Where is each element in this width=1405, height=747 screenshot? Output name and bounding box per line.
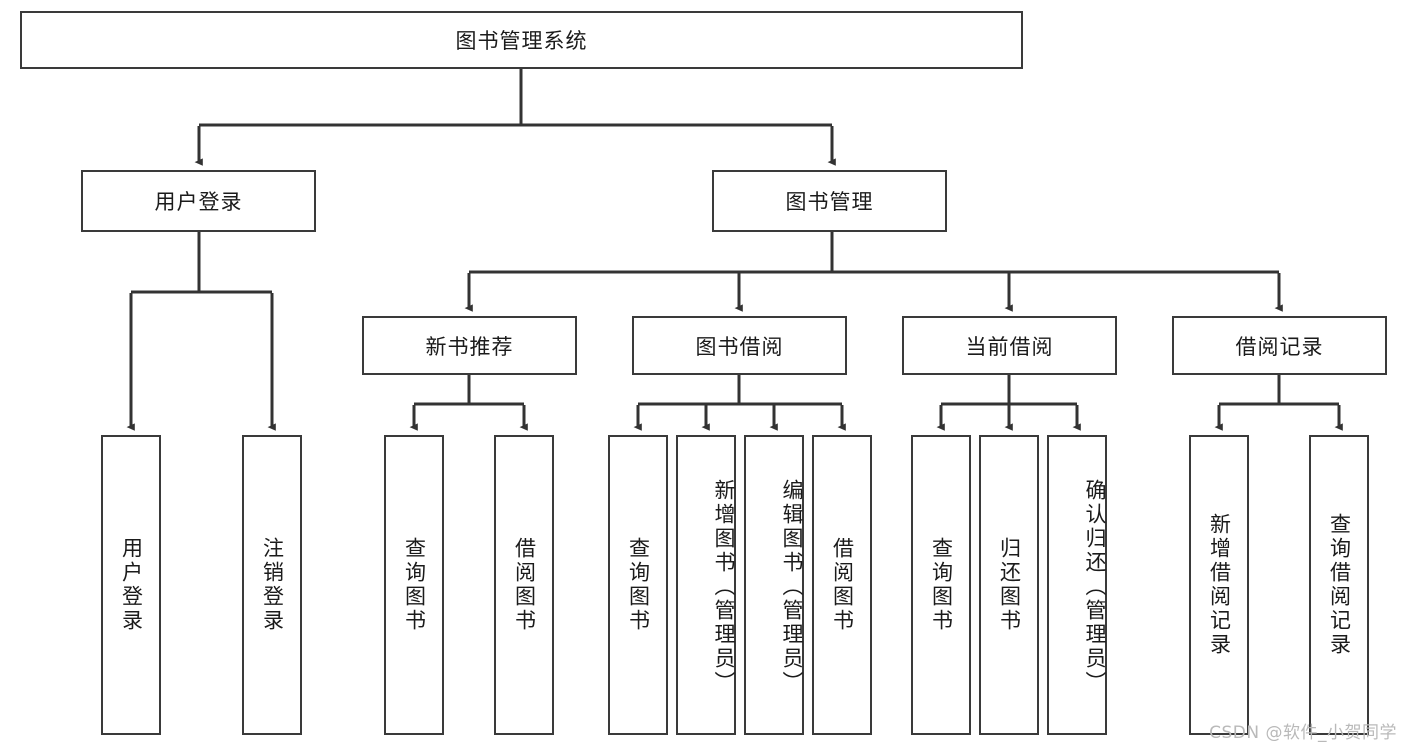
node-leaf-logout-label: 注销登录: [260, 537, 285, 633]
node-leaf-user-login[interactable]: 用户登录: [101, 435, 161, 735]
node-leaf-borrow-book-2[interactable]: 借阅图书: [812, 435, 872, 735]
node-leaf-logout[interactable]: 注销登录: [242, 435, 302, 735]
node-leaf-borrow-book-1-label: 借阅图书: [512, 537, 537, 633]
node-root-label: 图书管理系统: [455, 29, 588, 53]
node-leaf-edit-book-label: 编辑图书（管理员）: [780, 479, 804, 695]
node-book-manage-label: 图书管理: [785, 190, 874, 214]
node-new-book-rec[interactable]: 新书推荐: [362, 316, 577, 375]
node-leaf-return-book-label: 归还图书: [997, 537, 1022, 633]
node-leaf-add-record-label: 新增借阅记录: [1207, 513, 1232, 657]
node-book-borrow[interactable]: 图书借阅: [632, 316, 847, 375]
node-leaf-add-record[interactable]: 新增借阅记录: [1189, 435, 1249, 735]
node-leaf-query-record-label: 查询借阅记录: [1327, 513, 1352, 657]
node-leaf-user-login-label: 用户登录: [119, 537, 144, 633]
node-user-login[interactable]: 用户登录: [81, 170, 316, 232]
node-leaf-query-book-1-label: 查询图书: [402, 537, 427, 633]
node-leaf-query-book-1[interactable]: 查询图书: [384, 435, 444, 735]
node-leaf-borrow-book-2-label: 借阅图书: [830, 537, 855, 633]
node-leaf-return-book[interactable]: 归还图书: [979, 435, 1039, 735]
node-leaf-borrow-book-1[interactable]: 借阅图书: [494, 435, 554, 735]
node-book-borrow-label: 图书借阅: [695, 334, 784, 359]
node-leaf-query-book-3[interactable]: 查询图书: [911, 435, 971, 735]
node-current-borrow-label: 当前借阅: [965, 334, 1054, 359]
node-leaf-query-book-2-label: 查询图书: [626, 537, 651, 633]
node-leaf-query-record[interactable]: 查询借阅记录: [1309, 435, 1369, 735]
node-new-book-rec-label: 新书推荐: [425, 334, 514, 359]
watermark-text: CSDN @软件_小贺同学: [1209, 723, 1397, 743]
node-user-login-label: 用户登录: [154, 190, 243, 214]
node-leaf-edit-book[interactable]: 编辑图书（管理员）: [744, 435, 804, 735]
node-leaf-confirm-return-label: 确认归还（管理员）: [1083, 479, 1107, 695]
node-leaf-query-book-2[interactable]: 查询图书: [608, 435, 668, 735]
node-current-borrow[interactable]: 当前借阅: [902, 316, 1117, 375]
node-book-manage[interactable]: 图书管理: [712, 170, 947, 232]
node-leaf-query-book-3-label: 查询图书: [929, 537, 954, 633]
node-leaf-confirm-return[interactable]: 确认归还（管理员）: [1047, 435, 1107, 735]
node-leaf-add-book[interactable]: 新增图书（管理员）: [676, 435, 736, 735]
node-leaf-add-book-label: 新增图书（管理员）: [712, 479, 736, 695]
node-borrow-record-label: 借阅记录: [1235, 334, 1324, 359]
node-root[interactable]: 图书管理系统: [20, 11, 1023, 69]
node-borrow-record[interactable]: 借阅记录: [1172, 316, 1387, 375]
